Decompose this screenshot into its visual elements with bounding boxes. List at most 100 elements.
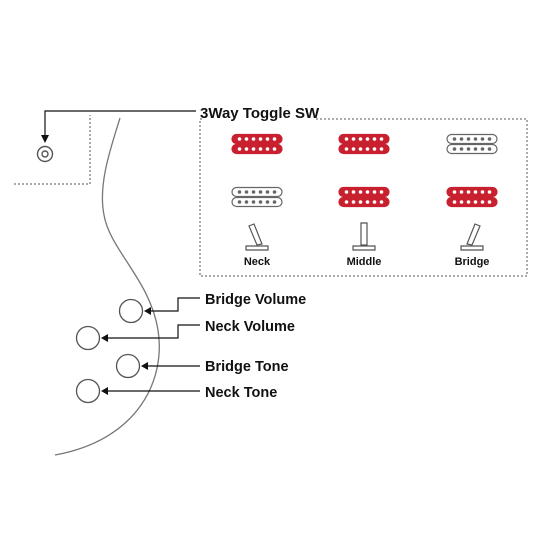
bridge-volume-label: Bridge Volume — [205, 292, 306, 308]
bridge-pickup-icon — [446, 186, 498, 208]
pole-piece — [244, 200, 249, 204]
neck-volume-knob — [75, 325, 101, 351]
lever-icon — [460, 223, 484, 251]
pole-piece — [237, 200, 242, 204]
bridge-pickup-icon — [338, 186, 390, 208]
neck-pickup-icon — [338, 133, 390, 155]
toggle-position-bridge: Bridge — [446, 133, 498, 268]
pole-piece — [237, 137, 242, 141]
toggle-position-neck: Neck — [231, 133, 283, 268]
pole-piece — [251, 200, 256, 204]
pole-piece — [466, 190, 471, 194]
pole-piece — [452, 137, 457, 141]
pole-piece — [487, 200, 492, 204]
pickup-coil — [338, 186, 390, 198]
pickup-coil — [231, 186, 283, 198]
pole-piece — [379, 147, 384, 151]
neck-tone-leader — [101, 387, 200, 395]
pole-piece — [251, 190, 256, 194]
pole-piece — [351, 200, 356, 204]
pole-piece — [358, 137, 363, 141]
pole-piece — [258, 147, 263, 151]
pole-piece — [452, 147, 457, 151]
pole-piece — [344, 137, 349, 141]
pole-piece — [459, 147, 464, 151]
pole-piece — [379, 200, 384, 204]
neck-tone-knob — [75, 378, 101, 404]
pole-piece — [244, 190, 249, 194]
pole-piece — [379, 137, 384, 141]
neck-volume-label: Neck Volume — [205, 319, 295, 335]
pole-piece — [265, 200, 270, 204]
lever-base — [245, 245, 269, 251]
pole-piece — [365, 147, 370, 151]
pole-piece — [272, 190, 277, 194]
pole-piece — [473, 147, 478, 151]
pole-piece — [251, 147, 256, 151]
position-label: Bridge — [455, 256, 490, 268]
toggle-switch-jack — [36, 145, 54, 163]
bridge-pickup-icon — [231, 186, 283, 208]
pole-piece — [244, 147, 249, 151]
pole-piece — [452, 200, 457, 204]
pole-piece — [473, 200, 478, 204]
pole-piece — [358, 200, 363, 204]
pole-piece — [459, 137, 464, 141]
pole-piece — [372, 190, 377, 194]
lever-arm — [360, 222, 368, 246]
pole-piece — [258, 190, 263, 194]
pole-piece — [466, 137, 471, 141]
pole-piece — [265, 147, 270, 151]
pole-piece — [459, 190, 464, 194]
position-label: Neck — [244, 256, 271, 268]
pole-piece — [265, 190, 270, 194]
pole-piece — [466, 200, 471, 204]
pole-piece — [272, 200, 277, 204]
pole-piece — [344, 147, 349, 151]
pole-piece — [365, 190, 370, 194]
pole-piece — [372, 147, 377, 151]
neck-pickup-icon — [231, 133, 283, 155]
lever-arm — [466, 223, 481, 246]
pole-piece — [459, 200, 464, 204]
lever-base — [460, 245, 484, 251]
pole-piece — [466, 147, 471, 151]
neck-pickup-icon — [446, 133, 498, 155]
pole-piece — [473, 190, 478, 194]
bridge-tone-knob — [115, 353, 141, 379]
pole-piece — [237, 190, 242, 194]
neck-tone-label: Neck Tone — [205, 385, 277, 401]
guitar-body-outline — [54, 117, 160, 456]
pole-piece — [372, 200, 377, 204]
pickup-coil — [446, 186, 498, 198]
pole-piece — [487, 190, 492, 194]
pickup-coil — [338, 196, 390, 208]
pole-piece — [487, 147, 492, 151]
pickup-coil — [231, 196, 283, 208]
pole-piece — [480, 190, 485, 194]
pole-piece — [344, 200, 349, 204]
pole-piece — [344, 190, 349, 194]
bridge-volume-knob — [118, 298, 144, 324]
toggle-leader-line — [44, 110, 196, 136]
pole-piece — [265, 137, 270, 141]
pickup-coil — [231, 143, 283, 155]
toggle-leader-arrow — [41, 135, 49, 143]
pole-piece — [365, 200, 370, 204]
lever-icon — [352, 222, 376, 251]
toggle-position-middle: Middle — [338, 133, 390, 268]
pole-piece — [351, 147, 356, 151]
pole-piece — [351, 137, 356, 141]
pole-piece — [351, 190, 356, 194]
pole-piece — [480, 147, 485, 151]
bridge-volume-leader — [144, 297, 200, 315]
pickup-coil — [338, 143, 390, 155]
pole-piece — [480, 137, 485, 141]
toggle-title: 3Way Toggle SW — [200, 105, 320, 122]
pole-piece — [244, 137, 249, 141]
toggle-positions-box — [199, 118, 528, 277]
pickup-coil — [446, 133, 498, 145]
pole-piece — [473, 137, 478, 141]
pole-piece — [272, 147, 277, 151]
